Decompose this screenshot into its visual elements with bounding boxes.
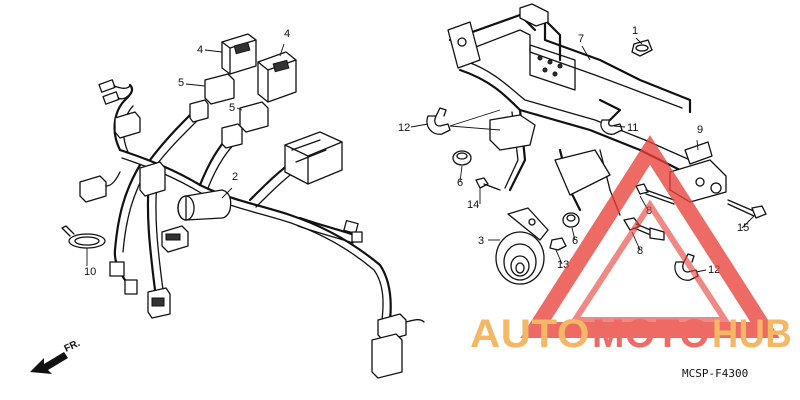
- callout-c2: 2: [232, 171, 238, 183]
- callout-c4a: 4: [197, 44, 203, 56]
- harness-rubber-box: [284, 131, 343, 185]
- callout-c10: 10: [84, 266, 96, 278]
- harness-end-plug: [371, 313, 425, 379]
- nut-13: [549, 237, 567, 251]
- callout-c1: 1: [632, 25, 638, 37]
- bolt-15: [727, 199, 767, 219]
- callout-c3: 3: [478, 235, 484, 247]
- wire-harness-assembly: [61, 33, 425, 379]
- connector-left: [79, 171, 121, 203]
- bolt-8-upper: [635, 183, 675, 205]
- connector-mid-left: [114, 111, 141, 139]
- front-direction-indicator: FR.: [30, 338, 82, 374]
- connector-bottom-2: [124, 279, 138, 295]
- watermark: AUTO MOTO HUB: [470, 135, 792, 356]
- relay-left: [221, 33, 257, 75]
- watermark-brand-part2: MOTO: [592, 312, 710, 356]
- connector-bottom-3: [147, 287, 171, 319]
- harness-cylinder: [177, 189, 232, 221]
- callout-c5a: 5: [178, 77, 184, 89]
- connector-top-left: [98, 79, 131, 105]
- callout-c15: 15: [737, 222, 749, 234]
- callout-c9: 9: [697, 124, 703, 136]
- callout-c5b: 5: [229, 102, 235, 114]
- bolt-14: [475, 177, 501, 191]
- relay-socket-right: [221, 101, 269, 149]
- watermark-brand-part1: AUTO: [470, 312, 590, 356]
- callout-c8b: 8: [637, 245, 643, 257]
- watermark-triangle-logo: [520, 135, 780, 338]
- horn: [495, 207, 549, 285]
- grommet-left: [452, 150, 472, 166]
- connector-harness-mid: [161, 225, 189, 253]
- front-arrow-icon: [30, 352, 68, 374]
- callout-c12a: 12: [398, 122, 410, 134]
- relay-socket-left: [189, 73, 235, 123]
- watermark-brand-part3: HUB: [712, 312, 792, 356]
- diagram-code: MCSP-F4300: [682, 367, 748, 380]
- callout-c7: 7: [578, 33, 584, 45]
- hose-clamp-upper: [426, 107, 451, 135]
- cable-clip-11: [600, 119, 623, 135]
- band-clamp: [61, 225, 106, 249]
- grommet-top: [631, 39, 653, 57]
- relay-right: [257, 51, 297, 103]
- front-direction-label: FR.: [63, 338, 82, 355]
- callout-c6a: 6: [457, 177, 463, 189]
- connector-center: [139, 161, 166, 197]
- callout-c4b: 4: [284, 28, 290, 40]
- callout-c6b: 6: [572, 235, 578, 247]
- grommet-right: [562, 212, 580, 228]
- connector-bottom-1: [109, 261, 125, 277]
- connector-right: [343, 219, 363, 243]
- callout-c11: 11: [627, 122, 638, 134]
- callout-c14: 14: [467, 199, 479, 211]
